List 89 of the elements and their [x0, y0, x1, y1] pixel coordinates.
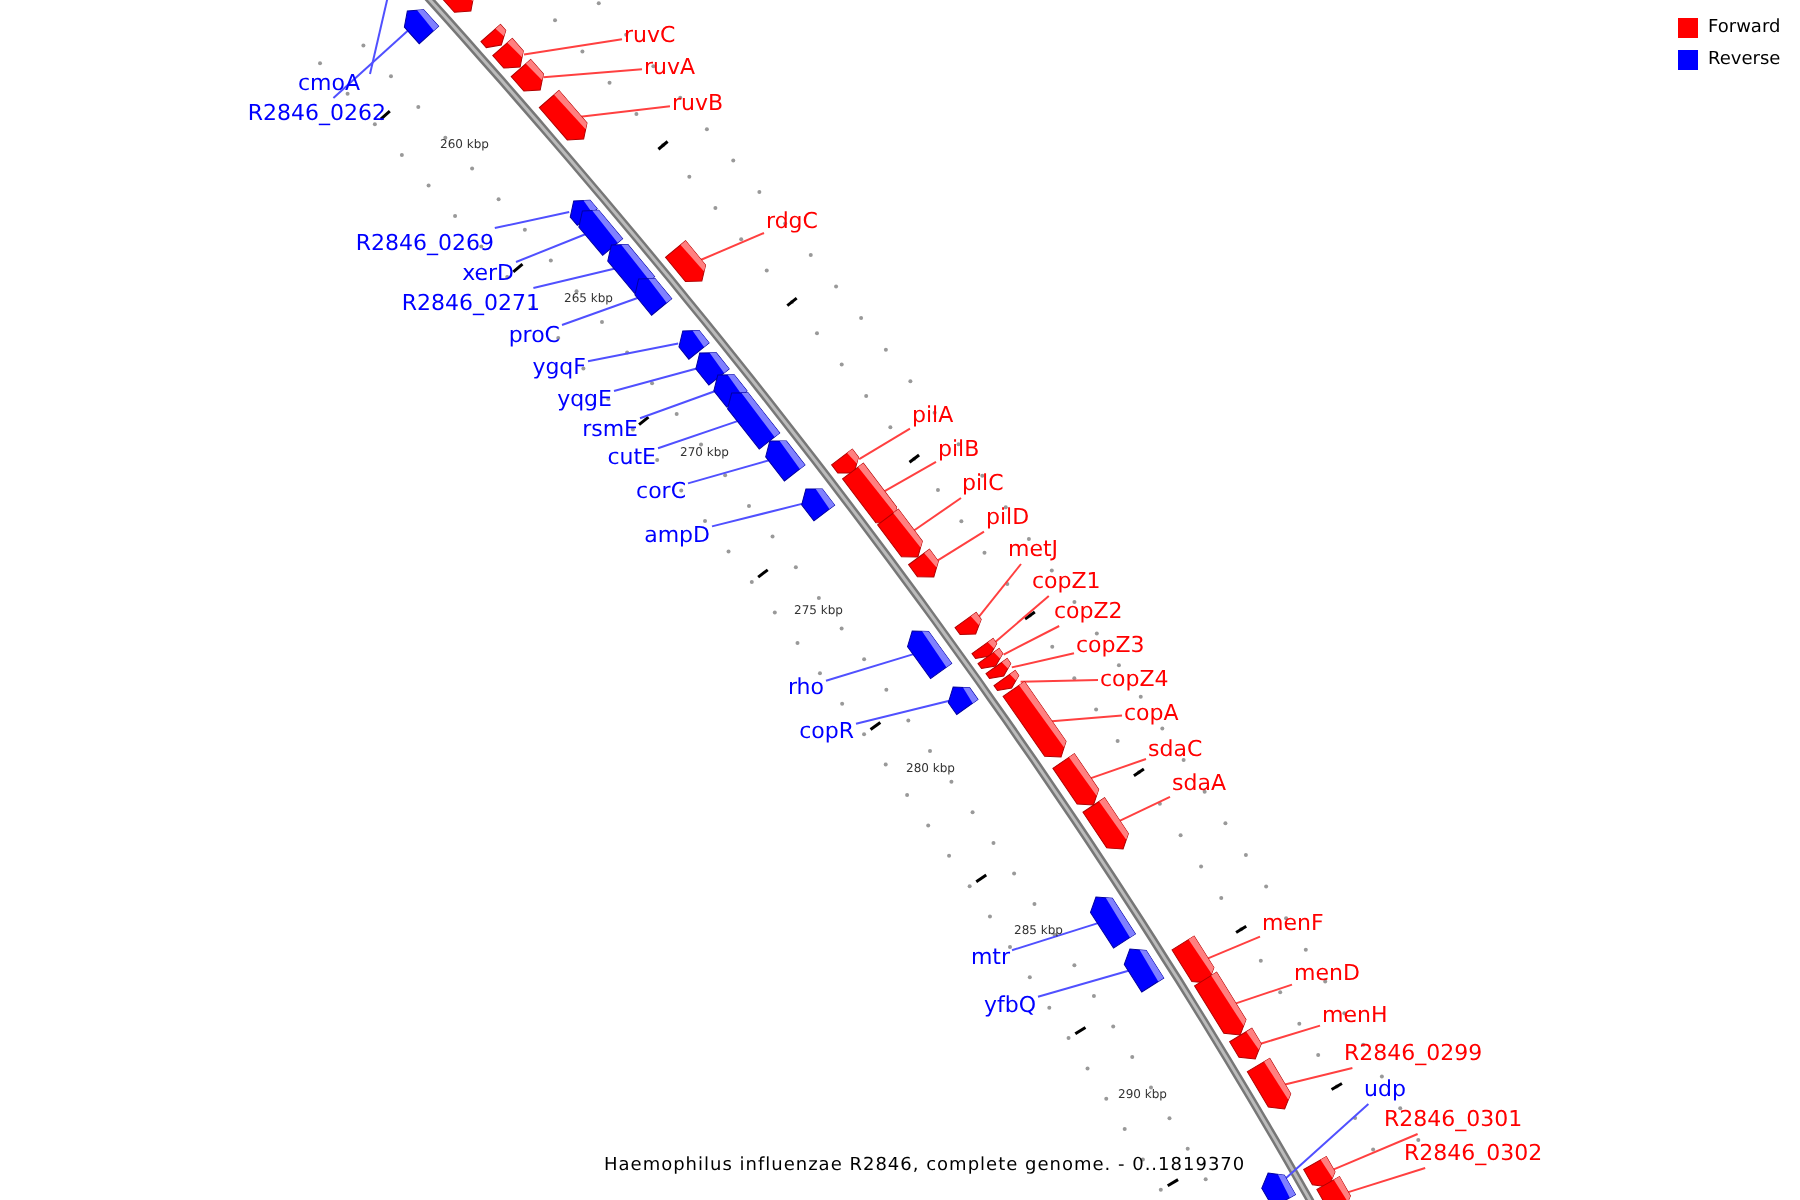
gene-label: R2846_0269	[355, 230, 494, 256]
leader-line	[639, 390, 717, 420]
leader-line	[1283, 1067, 1354, 1086]
leader-line	[587, 342, 680, 363]
gene-feature	[1002, 680, 1072, 764]
leader-line	[577, 105, 671, 118]
gene-feature	[481, 23, 512, 53]
gene-label: menF	[1262, 910, 1324, 936]
gene-label: proC	[508, 322, 560, 348]
gene-label: R2846_0302	[1404, 1140, 1543, 1166]
leader-line	[699, 232, 765, 261]
gene-label: ygqF	[532, 354, 586, 380]
gene-label: R2846_0301	[1384, 1106, 1523, 1132]
leader-line	[1037, 969, 1132, 998]
gene-label: cutE	[607, 444, 656, 470]
gene-label: yqgE	[557, 386, 612, 412]
leader-line	[1088, 758, 1147, 780]
leader-line	[532, 267, 618, 289]
leader-line	[332, 29, 410, 99]
leader-line	[369, 0, 389, 75]
gene-label: rsmE	[582, 416, 638, 442]
gene-label: rdgC	[766, 208, 818, 234]
leader-line	[1117, 795, 1171, 823]
legend-label: Reverse	[1708, 50, 1781, 70]
gene-label: udp	[1364, 1076, 1406, 1102]
gene-label: corC	[636, 478, 686, 504]
leader-line	[711, 502, 805, 528]
leader-line	[976, 563, 1022, 620]
leader-line	[825, 652, 917, 682]
gene-label: copR	[799, 718, 854, 744]
leader-line	[515, 232, 588, 263]
gene-feature	[1082, 797, 1134, 856]
leader-line	[858, 427, 911, 461]
gene-label: yfbQ	[983, 992, 1036, 1018]
leader-line	[912, 497, 962, 532]
leader-line	[1206, 935, 1261, 960]
leader-line	[1019, 679, 1099, 683]
gene-label: xerD	[462, 260, 514, 286]
leader-line	[613, 367, 699, 392]
leader-line	[1258, 1024, 1321, 1045]
leader-line	[1047, 714, 1123, 723]
leader-line	[542, 68, 643, 79]
gene-label: pilA	[912, 402, 954, 428]
leader-line	[1332, 1133, 1419, 1171]
caption: Haemophilus influenzae R2846, complete genome. - 0..1819370	[604, 1156, 1246, 1176]
gene-label: pilB	[938, 436, 980, 462]
gene-label: pilD	[986, 504, 1030, 530]
gene-label: sdaA	[1172, 770, 1226, 796]
leader-line	[1011, 921, 1101, 952]
gene-label: copZ3	[1076, 632, 1145, 658]
leader-line	[882, 460, 937, 493]
leader-line	[994, 595, 1050, 644]
gene-label: ampD	[644, 522, 710, 548]
gene-label: menH	[1322, 1002, 1388, 1028]
gene-feature	[1256, 1167, 1295, 1200]
gene-label: copA	[1124, 700, 1179, 726]
gene-label: pilC	[962, 470, 1004, 496]
gene-label: ruvB	[672, 90, 724, 116]
gene-label: mtr	[970, 944, 1010, 970]
gene-label: metJ	[1008, 536, 1059, 562]
leader-line	[657, 419, 740, 450]
gene-feature	[539, 89, 594, 147]
gene-feature	[943, 680, 979, 716]
gene-label: menD	[1294, 960, 1360, 986]
gene-label: ruvA	[644, 54, 696, 80]
gene-label: copZ4	[1100, 666, 1169, 692]
leader-line	[523, 38, 623, 56]
leader-line	[1234, 983, 1293, 1005]
gene-feature	[994, 669, 1023, 695]
leader-line	[561, 296, 641, 326]
leader-line	[493, 211, 571, 229]
gene-label: copZ1	[1032, 568, 1101, 594]
leader-line	[1283, 1103, 1370, 1181]
legend-label: Forward	[1708, 18, 1781, 38]
gene-label: ruvC	[624, 22, 676, 48]
gene-label: R2846_0262	[247, 100, 386, 126]
gene-feature	[986, 657, 1015, 683]
leader-line	[687, 459, 772, 485]
leader-line	[1010, 652, 1075, 669]
leader-line	[1345, 1167, 1427, 1194]
gene-label: sdaC	[1148, 736, 1203, 762]
leader-line	[1002, 625, 1061, 656]
gene-label: R2846_0299	[1344, 1040, 1483, 1066]
gene-feature	[1052, 753, 1104, 812]
leader-line	[855, 699, 951, 725]
gene-label: rho	[787, 674, 824, 700]
gene-label: R2846_0271	[401, 290, 540, 316]
gene-label: copZ2	[1054, 598, 1123, 624]
leader-line	[935, 530, 985, 563]
